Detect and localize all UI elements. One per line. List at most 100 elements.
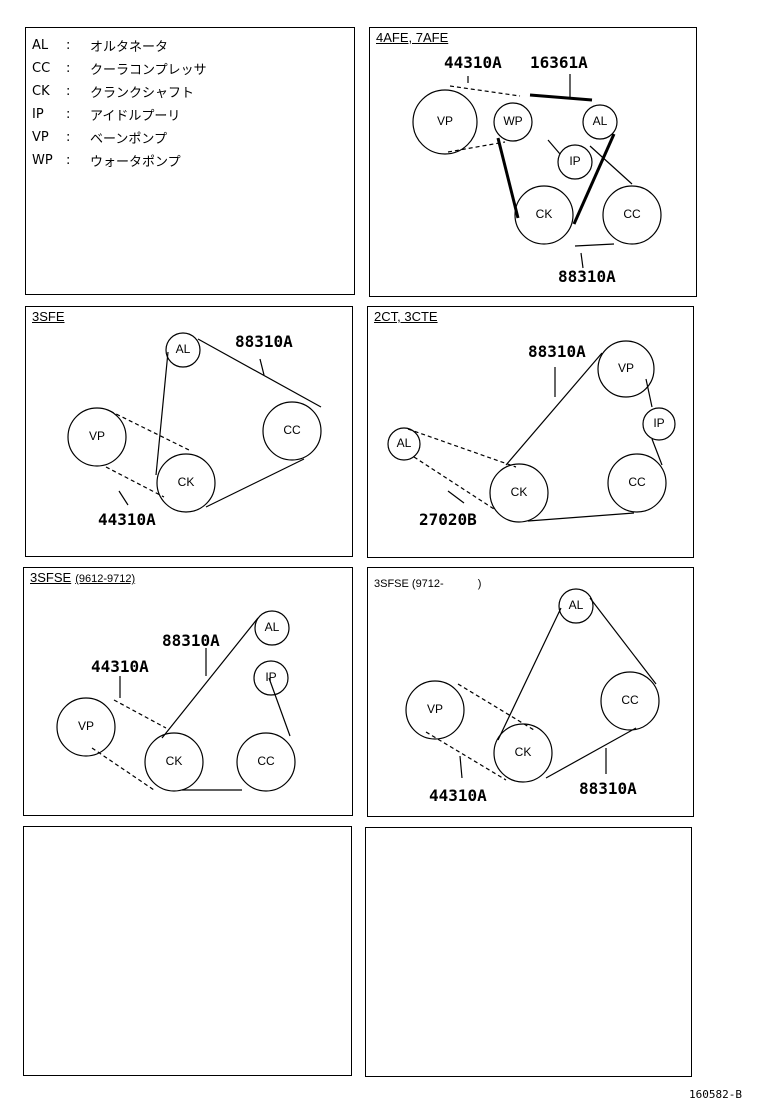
pulley-label-ck: CK <box>166 754 183 768</box>
part-code-44310a: 44310A <box>429 786 487 805</box>
belt-diagram: AL VP CC CK 88310A 44310A <box>67 332 322 529</box>
part-code-88310a: 88310A <box>235 332 293 351</box>
belt-88310a-segment <box>527 512 635 522</box>
belt-44310a-segment <box>447 141 506 153</box>
pulley-label-wp: WP <box>503 114 522 128</box>
pulley-label-vp: VP <box>89 429 105 443</box>
panel-3sfse-9712: 3SFSE (9712-) AL CC VP CK 44310A 88310A <box>367 567 694 817</box>
belt-diagram: VP IP AL CC CK 88310A 27020B <box>387 340 676 529</box>
pulley-al <box>387 427 421 461</box>
leader-line <box>118 490 129 506</box>
belt-44310a-segment <box>91 747 155 791</box>
belt-44310a-segment <box>113 699 167 729</box>
pulley-label-vp: VP <box>78 719 94 733</box>
pulley-label-al: AL <box>176 342 191 356</box>
pulley-label-ip: IP <box>653 416 664 430</box>
pulley-label-ck: CK <box>515 745 532 759</box>
legend-row-vp: VP:ベーンポンプ <box>32 130 167 147</box>
belt-88310a-segment <box>268 677 291 737</box>
pulley-label-cc: CC <box>283 423 301 437</box>
legend-row-ck: CK:クランクシャフト <box>32 84 195 101</box>
part-code-44310a: 44310A <box>91 657 149 676</box>
pulley-cc <box>600 671 660 731</box>
panel-3sfe: 3SFE AL VP CC CK 88310A 44310A <box>25 306 353 557</box>
part-code-27020b: 27020B <box>419 510 477 529</box>
belt-88310a-segment <box>161 617 259 739</box>
pulley-label-ck: CK <box>536 207 553 221</box>
drawing-number: 160582-B <box>689 1088 742 1101</box>
belt-diagram: AL IP VP CK CC 88310A 44310A <box>56 610 296 792</box>
pulley-al <box>165 332 201 368</box>
pulley-ip <box>642 407 676 441</box>
pulley-al <box>558 588 594 624</box>
pulley-label-vp: VP <box>427 702 443 716</box>
panel-title: 3SFSE(9612-9712) <box>30 570 136 585</box>
part-code-88310a: 88310A <box>528 342 586 361</box>
pulley-vp <box>405 680 465 740</box>
part-code-16361a: 16361A <box>530 53 588 72</box>
belt-16361a-segment <box>572 133 616 225</box>
belt-diagram: AL CC VP CK 44310A 88310A <box>405 588 660 805</box>
pulley-ip <box>557 144 593 180</box>
pulley-cc <box>602 185 662 245</box>
legend-row-ip: IP:アイドルプーリ <box>32 107 181 124</box>
pulley-label-al: AL <box>593 114 608 128</box>
belt-88310a-segment <box>545 727 637 779</box>
pulley-label-vp: VP <box>618 361 634 375</box>
pulley-label-al: AL <box>265 620 280 634</box>
legend-panel: AL:オルタネータ CC:クーラコンプレッサ CK:クランクシャフト IP:アイ… <box>25 27 355 295</box>
pulley-label-al: AL <box>397 436 412 450</box>
belt-88310a-segment <box>197 338 322 408</box>
belt-88310a-segment <box>497 607 562 741</box>
belt-88310a-segment <box>205 458 305 508</box>
belt-44310a-segment <box>457 683 535 731</box>
belt-27020b-segment <box>407 428 517 468</box>
pulley-ip <box>253 660 289 696</box>
panel-3sfse-9612-9712: 3SFSE(9612-9712) AL IP VP CK CC 88310A 4… <box>23 567 353 816</box>
legend-row-cc: CC:クーラコンプレッサ <box>32 61 207 78</box>
leader-line <box>580 252 584 269</box>
pulley-wp <box>493 102 533 142</box>
belt-44310a-segment <box>449 85 521 97</box>
belt-diagram: VP WP AL IP CK CC 44310A 16361A 88310A <box>412 53 662 286</box>
pulley-ck <box>144 732 204 792</box>
belt-44310a-segment <box>109 410 192 452</box>
pulley-cc <box>607 453 667 513</box>
pulley-cc <box>236 732 296 792</box>
belt-88310a-segment <box>505 352 603 466</box>
belt-88310a-segment <box>645 378 653 408</box>
pulley-ck <box>493 723 553 783</box>
part-code-44310a: 44310A <box>444 53 502 72</box>
part-code-88310a: 88310A <box>579 779 637 798</box>
pulley-al <box>254 610 290 646</box>
belt-88310a-segment <box>547 139 561 155</box>
belt-88310a-segment <box>574 243 615 247</box>
belt-88310a-segment <box>589 145 633 185</box>
belt-44310a-segment <box>425 731 507 781</box>
panel-title: 2CT, 3CTE <box>374 309 438 324</box>
pulley-label-vp: VP <box>437 114 453 128</box>
belt-88310a-segment <box>589 597 657 685</box>
pulley-label-cc: CC <box>628 475 646 489</box>
pulley-label-al: AL <box>569 598 584 612</box>
pulley-label-cc: CC <box>621 693 639 707</box>
leader-line <box>259 358 265 376</box>
pulley-al <box>582 104 618 140</box>
pulley-label-ck: CK <box>511 485 528 499</box>
panel-2ct-3cte: 2CT, 3CTE VP IP AL CC CK 88310A 27020B <box>367 306 694 558</box>
pulley-vp <box>56 697 116 757</box>
part-code-88310a: 88310A <box>162 631 220 650</box>
belt-88310a-segment <box>155 351 169 476</box>
belt-27020b-segment <box>413 456 495 510</box>
panel-title: 3SFSE (9712-) <box>374 578 482 590</box>
pulley-label-ip: IP <box>569 154 580 168</box>
leader-line <box>447 490 465 504</box>
belt-16361a-segment <box>529 93 593 102</box>
legend-list: AL:オルタネータ CC:クーラコンプレッサ CK:クランクシャフト IP:アイ… <box>32 34 207 172</box>
empty-panel-left <box>23 826 352 1076</box>
panel-title: 3SFE <box>32 309 65 324</box>
panel-title: 4AFE, 7AFE <box>376 30 449 45</box>
pulley-ck <box>514 185 574 245</box>
leader-line <box>459 755 463 779</box>
belt-88310a-segment <box>651 438 663 466</box>
